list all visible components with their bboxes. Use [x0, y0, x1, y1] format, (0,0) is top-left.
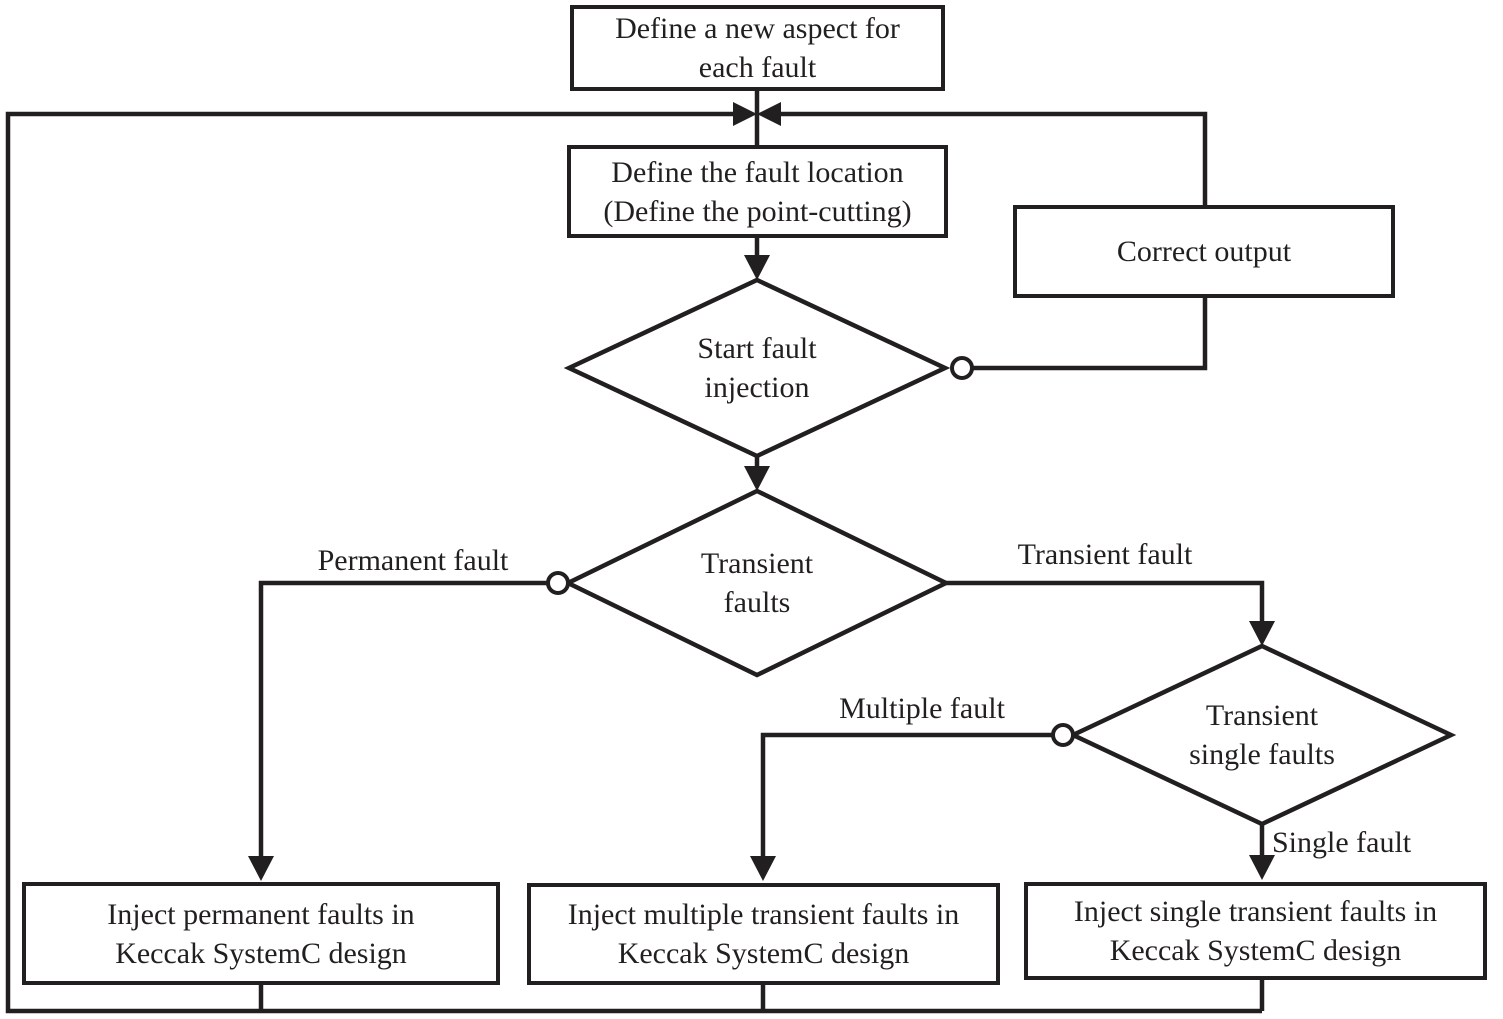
connector-dot-single-left	[1051, 723, 1075, 747]
decision-transient-faults-shape	[562, 488, 952, 678]
edge-label-multiple-fault: Multiple fault	[839, 692, 1005, 725]
arrowhead-inject-multiple-icon	[750, 856, 776, 881]
arrowhead-transient-diamond-icon	[744, 466, 770, 491]
connector-dot-start-right	[950, 356, 974, 380]
decision-start-fault-injection-label: Start fault injection	[697, 332, 817, 404]
edge-label-permanent-fault: Permanent fault	[317, 544, 509, 577]
edge-multiple-branch	[760, 732, 1053, 873]
connector-dot-transient-left	[546, 571, 570, 595]
arrowhead-inject-single-icon	[1249, 855, 1275, 880]
edge-start-to-correct-output	[972, 298, 1208, 371]
arrowhead-start-diamond-icon	[744, 255, 770, 280]
edge-permanent-branch	[258, 580, 548, 873]
node-inject-permanent: Inject permanent faults in Keccak System…	[22, 882, 500, 985]
decision-transient-single-faults-label: Transient single faults	[1189, 699, 1335, 771]
node-correct-output: Correct output	[1013, 205, 1395, 298]
edge-feedback-left-loop	[5, 111, 1262, 1014]
decision-transient-faults-label: Transient faults	[700, 547, 814, 619]
edge-label-single-fault: Single fault	[1272, 826, 1412, 859]
edge-feedback-correct-output	[781, 111, 1208, 205]
node-define-aspect: Define a new aspect for each fault	[570, 5, 945, 91]
node-inject-single: Inject single transient faults in Keccak…	[1024, 882, 1487, 980]
edge-transient-branch	[946, 580, 1265, 638]
node-inject-multiple: Inject multiple transient faults in Kecc…	[527, 883, 1000, 985]
arrowhead-single-diamond-icon	[1249, 621, 1275, 646]
arrowhead-inject-permanent-icon	[248, 856, 274, 881]
node-define-location: Define the fault location (Define the po…	[567, 145, 948, 238]
arrowhead-merge-right-icon	[757, 102, 781, 126]
arrowhead-merge-left-icon	[733, 102, 757, 126]
edge-label-transient-fault: Transient fault	[1017, 538, 1193, 571]
